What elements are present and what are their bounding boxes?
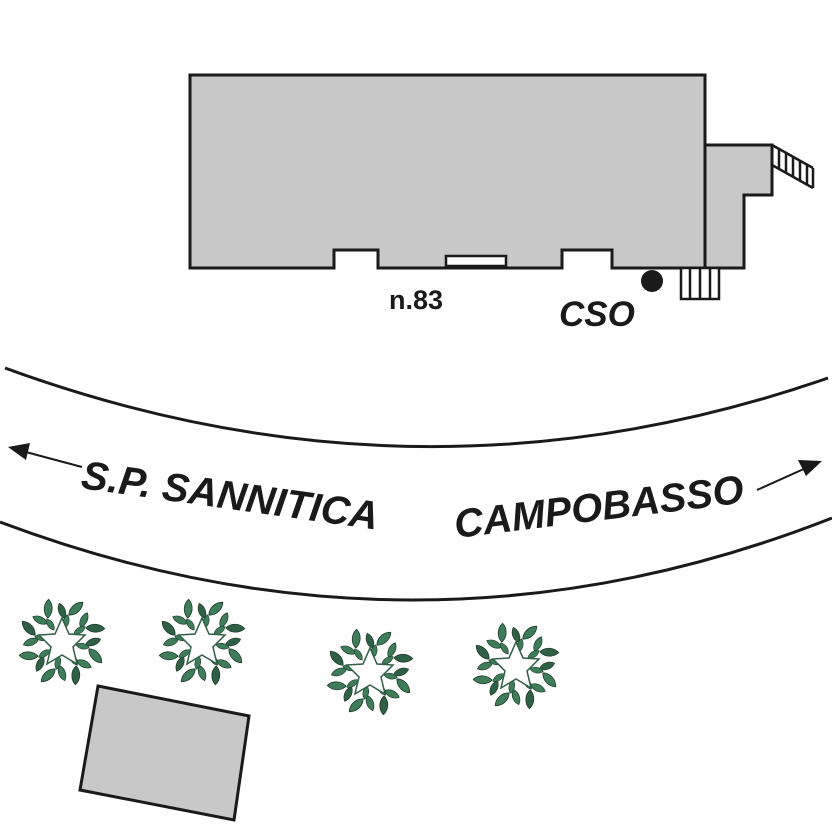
cso-marker-icon [641,270,663,292]
road-edge-north [4,366,829,449]
road-label-left: S.P. SANNITICA [79,453,382,538]
doorway [444,254,508,268]
stairs-icon [679,266,721,301]
main-building [188,73,707,270]
cso-label: CSO [559,295,635,334]
secondary-building [78,684,251,822]
tree-icon [158,598,246,686]
house-number-label: n.83 [389,285,443,315]
arrow-right-icon [756,460,822,491]
building-annex [703,143,774,270]
tree-icon [18,598,106,686]
road-edge-south [0,516,832,602]
stairs-icon [771,143,815,190]
tree-icon [472,622,560,710]
arrow-left-icon [8,443,83,468]
road-label-right: CAMPOBASSO [452,468,746,547]
tree-icon [326,628,414,716]
